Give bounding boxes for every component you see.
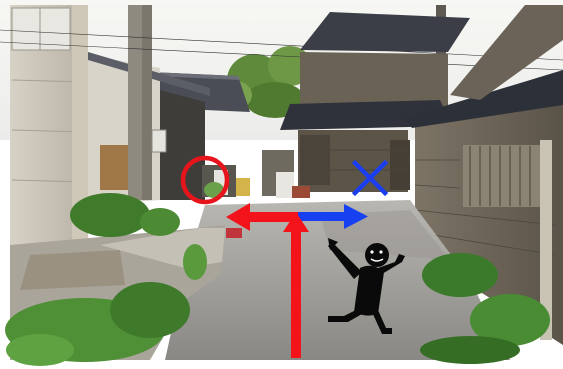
blue-arrow-right xyxy=(298,204,368,229)
pointing-person-icon xyxy=(328,238,405,334)
vegetation xyxy=(5,182,550,366)
red-route-arrow xyxy=(226,203,309,358)
center-house xyxy=(280,12,470,192)
left-building xyxy=(10,5,88,245)
circle-mark-icon xyxy=(180,155,230,205)
right-house xyxy=(405,5,563,345)
cross-mark-icon xyxy=(351,159,389,197)
utility-poles xyxy=(0,5,563,200)
